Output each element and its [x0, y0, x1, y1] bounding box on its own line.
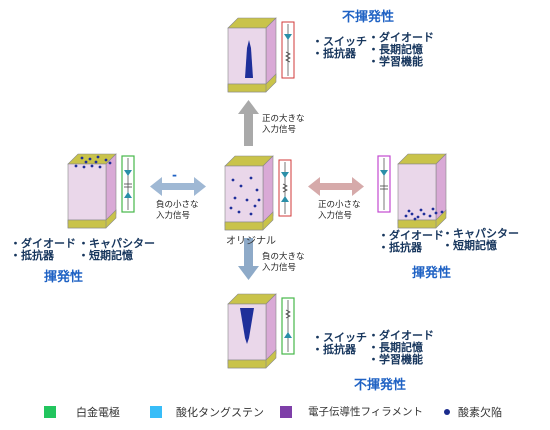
arrow-down — [238, 238, 259, 280]
legend-label-tungsten-oxide: 酸化タングステン — [176, 406, 264, 419]
legend: 白金電極 酸化タングステン 電子伝導性フィラメント 酸素欠陥 — [0, 400, 550, 424]
arrow-left — [150, 177, 206, 196]
left-notes-col2: ・キャパシター ・短期記憶 — [78, 238, 155, 262]
signal-right-label: 正の小さな 入力信号 — [318, 200, 361, 222]
top-device — [227, 17, 277, 93]
center-device — [224, 155, 274, 231]
signal-line: 負の大きな — [262, 252, 305, 262]
note-item: ・ダイオード — [378, 229, 444, 242]
legend-label-oxygen-vacancy: 酸素欠陥 — [458, 406, 502, 419]
signal-up-label: 正の大きな 入力信号 — [262, 114, 305, 136]
note-item: ・ダイオード — [368, 329, 434, 342]
right-notes-col2: ・キャパシター ・短期記憶 — [442, 228, 519, 252]
legend-swatch-platinum — [44, 406, 56, 418]
signal-line: 入力信号 — [262, 263, 297, 273]
top-circuit — [281, 21, 295, 79]
note-item: ・抵抗器 — [378, 241, 422, 254]
legend-label-filament: 電子伝導性フィラメント — [308, 406, 423, 418]
title-left: 揮発性 — [44, 270, 84, 285]
bottom-device — [227, 293, 277, 369]
signal-line: 入力信号 — [318, 211, 353, 221]
signal-down-label: 負の大きな 入力信号 — [262, 252, 305, 274]
note-item: ・ダイオード — [10, 237, 76, 250]
bottom-notes-col1: ・スイッチ ・抵抗器 — [312, 332, 367, 356]
note-item: ・スイッチ — [312, 331, 367, 344]
signal-line: 負の小さな — [156, 200, 199, 210]
note-item: ・短期記憶 — [78, 249, 133, 262]
legend-swatch-filament — [280, 406, 292, 418]
note-item: ・短期記憶 — [442, 239, 497, 252]
note-item: ・長期記憶 — [368, 43, 423, 56]
left-notes-col1: ・ダイオード ・抵抗器 — [10, 238, 76, 262]
legend-dot-oxygen-vacancy — [444, 409, 450, 415]
top-notes-col1: ・スイッチ ・抵抗器 — [312, 36, 367, 60]
note-item: ・ダイオード — [368, 31, 434, 44]
legend-label-platinum: 白金電極 — [76, 406, 120, 419]
bottom-circuit — [281, 297, 295, 355]
note-item: ・長期記憶 — [368, 341, 423, 354]
arrow-right — [308, 177, 364, 196]
arrow-up — [238, 100, 259, 146]
top-notes-col2: ・ダイオード ・長期記憶 ・学習機能 — [368, 32, 434, 68]
title-right: 揮発性 — [412, 266, 452, 281]
minus-sign: - — [172, 168, 177, 182]
note-item: ・学習機能 — [368, 353, 423, 366]
note-item: ・キャパシター — [442, 227, 519, 240]
note-item: ・学習機能 — [368, 55, 423, 68]
right-circuit — [377, 155, 391, 213]
title-bottom: 不揮発性 — [354, 378, 407, 393]
signal-line: 入力信号 — [156, 211, 191, 221]
left-device — [67, 153, 117, 229]
note-item: ・抵抗器 — [10, 249, 54, 262]
right-notes-col1: ・ダイオード ・抵抗器 — [378, 230, 444, 254]
signal-line: 入力信号 — [262, 125, 297, 135]
left-circuit — [121, 155, 135, 213]
legend-swatch-tungsten-oxide — [150, 406, 162, 418]
center-label: オリジナル — [226, 236, 276, 247]
signal-line: 正の小さな — [318, 200, 361, 210]
signal-left-label: 負の小さな 入力信号 — [156, 200, 199, 222]
center-circuit — [278, 159, 292, 217]
note-item: ・抵抗器 — [312, 47, 356, 60]
note-item: ・キャパシター — [78, 237, 155, 250]
bottom-notes-col2: ・ダイオード ・長期記憶 ・学習機能 — [368, 330, 434, 366]
right-device — [397, 153, 447, 229]
note-item: ・スイッチ — [312, 35, 367, 48]
title-top: 不揮発性 — [342, 10, 395, 25]
note-item: ・抵抗器 — [312, 343, 356, 356]
signal-line: 正の大きな — [262, 114, 305, 124]
